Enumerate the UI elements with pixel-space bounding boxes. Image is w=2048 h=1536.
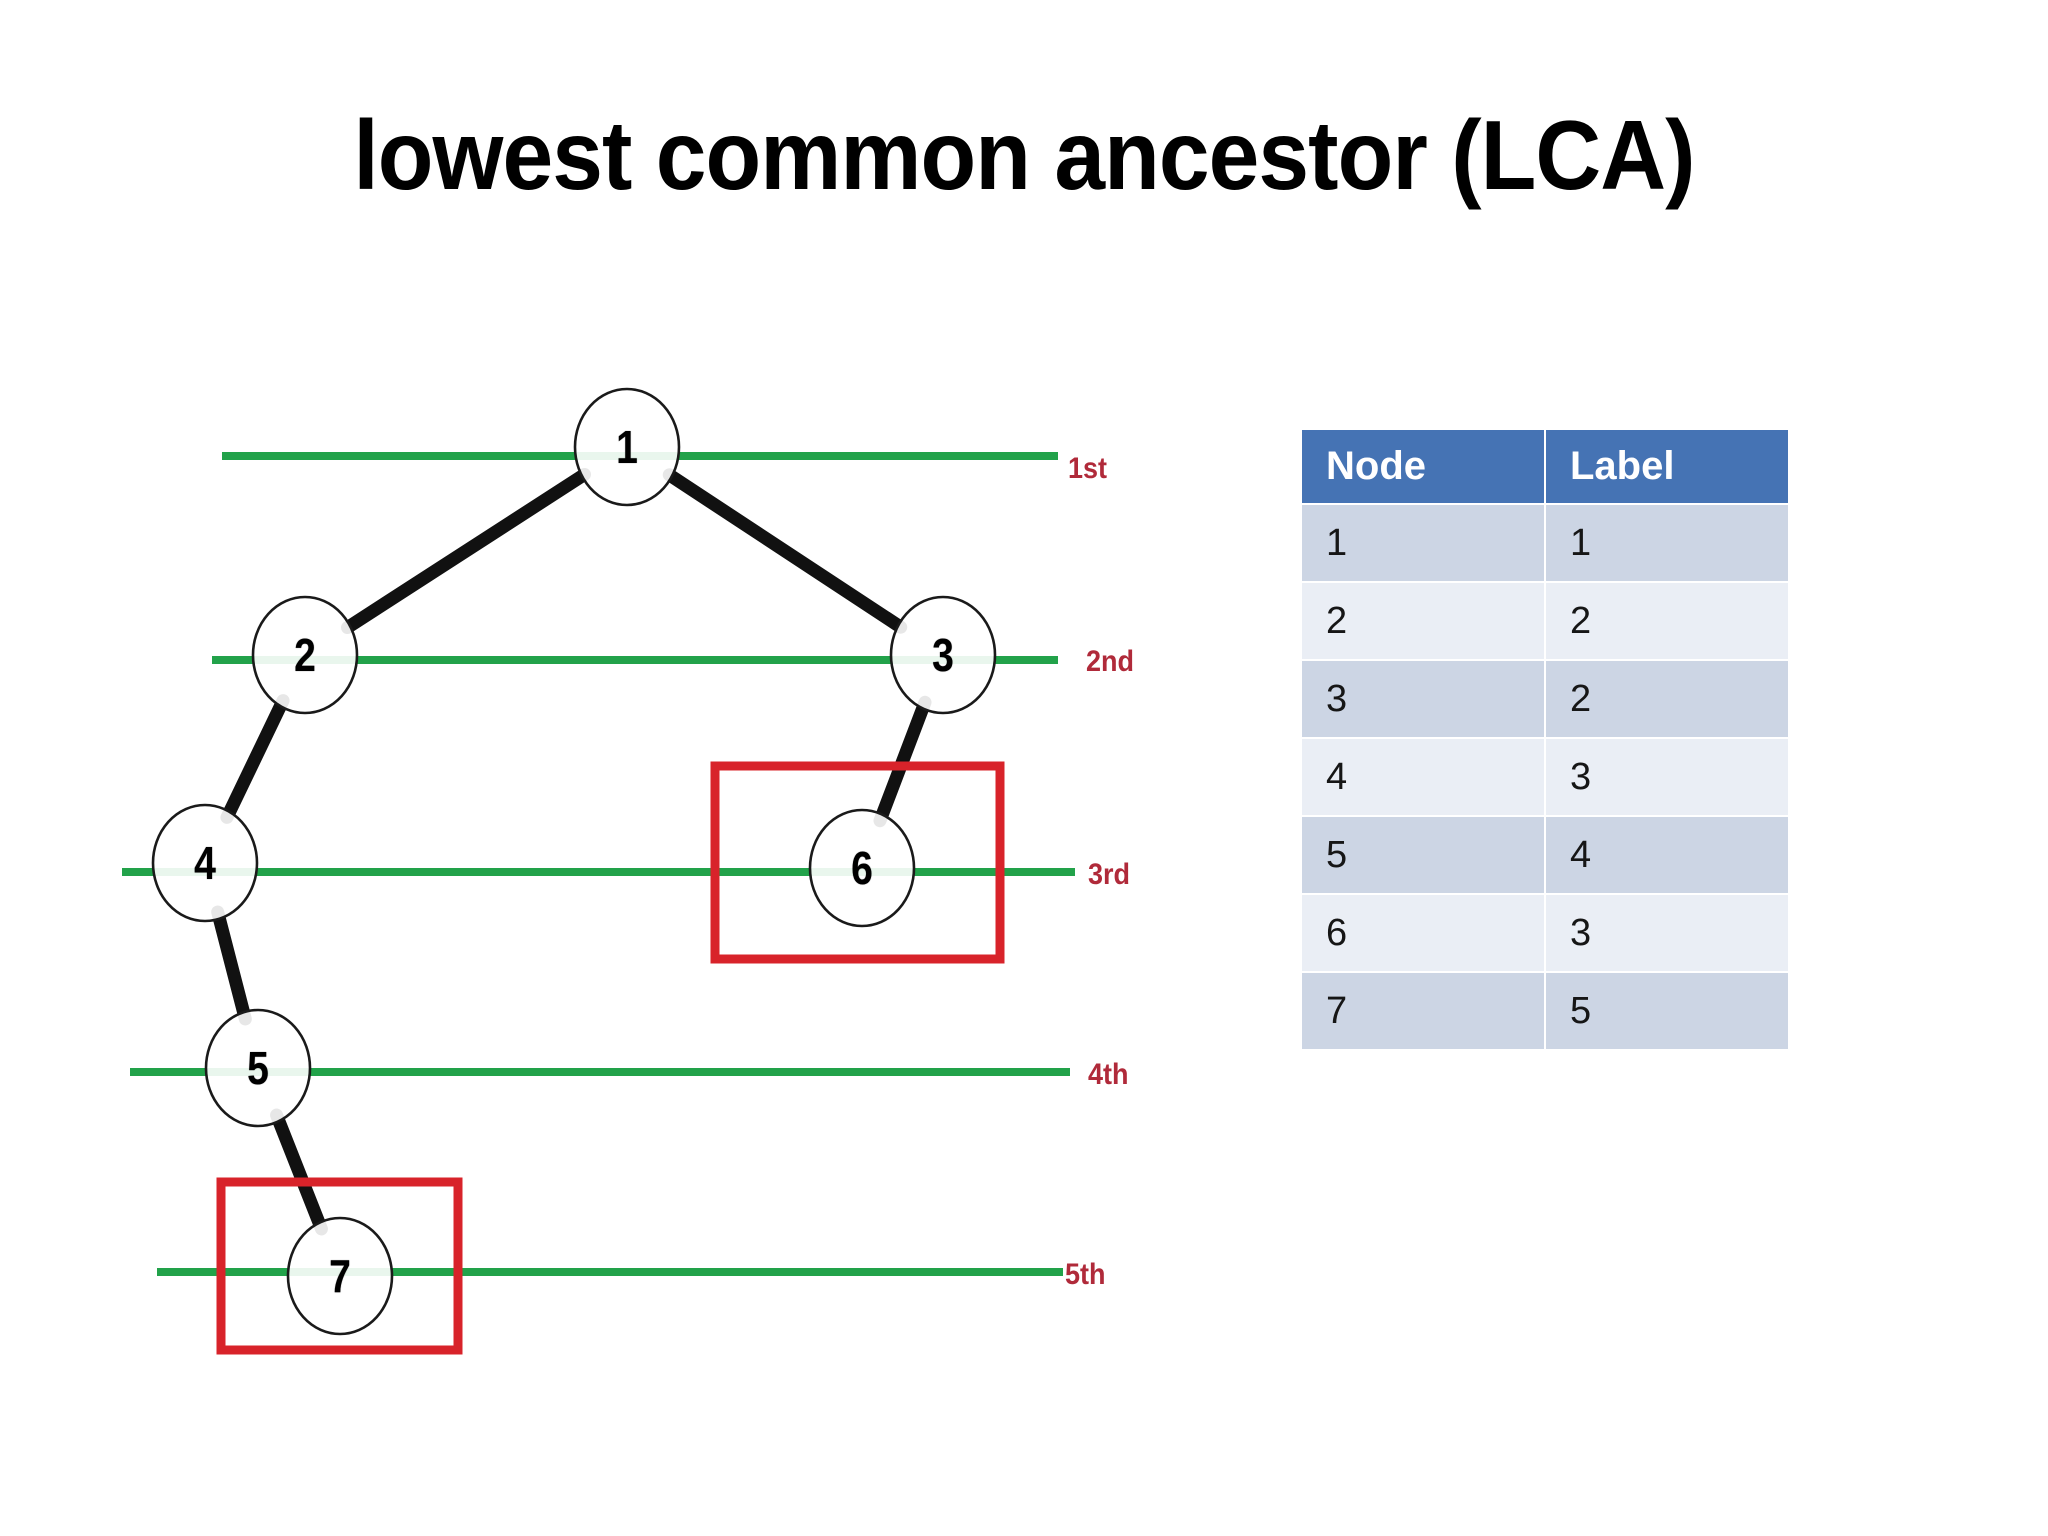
tree-node-4 — [151, 803, 259, 923]
node-6-highlight — [710, 761, 1005, 964]
tree-edge-4-5 — [211, 905, 252, 1026]
cell-node: 4 — [1302, 739, 1544, 815]
cell-label: 5 — [1546, 973, 1788, 1049]
column-header-label: Label — [1546, 430, 1788, 503]
tree-node-5 — [204, 1008, 312, 1128]
level-label-4th: 4th — [1088, 1058, 1129, 1091]
tree-edge-2-4 — [220, 694, 290, 824]
level-label-2nd: 2nd — [1086, 645, 1135, 678]
node-7-highlight — [216, 1177, 463, 1355]
cell-label: 2 — [1546, 583, 1788, 659]
level-label-3rd: 3rd — [1088, 858, 1131, 891]
cell-node: 1 — [1302, 505, 1544, 581]
cell-node: 6 — [1302, 895, 1544, 971]
tree-edge-1-3 — [662, 468, 908, 634]
level-label-1st: 1st — [1068, 452, 1108, 485]
tree-edge-1-2 — [341, 467, 591, 635]
tree-node-6 — [808, 808, 916, 928]
level-label-5th: 5th — [1065, 1258, 1106, 1291]
cell-label: 2 — [1546, 661, 1788, 737]
table-header-row: Node Label — [1302, 430, 1788, 503]
tree-node-2 — [251, 595, 359, 715]
cell-node: 5 — [1302, 817, 1544, 893]
column-header-node: Node — [1302, 430, 1544, 503]
tree-diagram-svg — [122, 387, 1075, 1355]
tree-nodes — [151, 387, 997, 1336]
cell-node: 7 — [1302, 973, 1544, 1049]
tree-node-7 — [286, 1216, 394, 1336]
tree-node-3 — [889, 595, 997, 715]
highlight-boxes — [216, 761, 1005, 1355]
cell-node: 2 — [1302, 583, 1544, 659]
cell-label: 1 — [1546, 505, 1788, 581]
tree-edge-5-7 — [270, 1108, 328, 1236]
page-title: lowest common ancestor (LCA) — [353, 100, 1695, 210]
cell-node: 3 — [1302, 661, 1544, 737]
tree-node-1 — [573, 387, 681, 507]
level-lines — [122, 452, 1075, 1276]
cell-label: 3 — [1546, 895, 1788, 971]
cell-label: 4 — [1546, 817, 1788, 893]
cell-label: 3 — [1546, 739, 1788, 815]
table-header: Node Label — [1302, 430, 1788, 503]
